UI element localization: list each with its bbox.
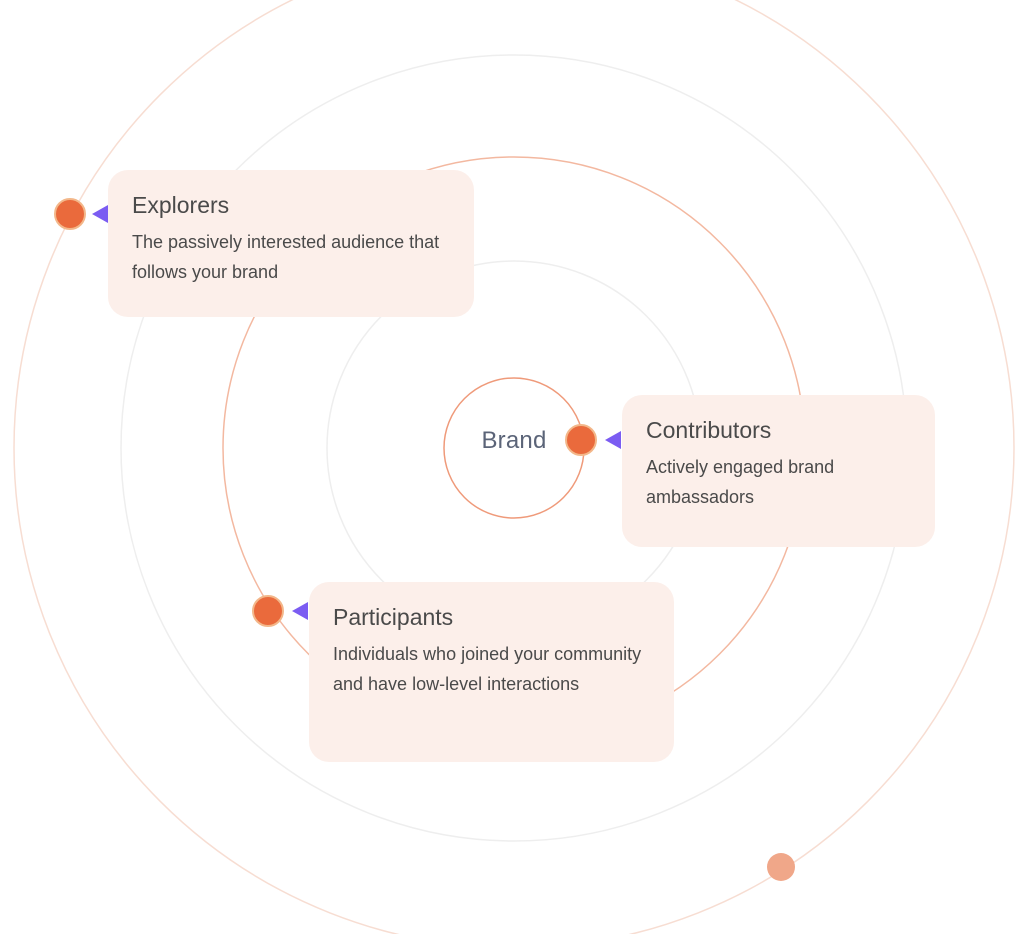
participants-title: Participants	[333, 604, 454, 630]
participants-description: Individuals who joined your community an…	[333, 644, 642, 694]
contributors-title: Contributors	[646, 417, 772, 443]
contributors-pointer-icon	[605, 431, 621, 449]
explorers-title: Explorers	[132, 192, 230, 218]
brand-label: Brand	[481, 427, 547, 454]
explorers-card: Explorers The passively interested audie…	[108, 170, 474, 317]
ring-outer	[13, 0, 1015, 934]
contributors-marker-dot	[565, 424, 597, 456]
orbit-dot	[767, 853, 795, 881]
participants-pointer-icon	[292, 602, 308, 620]
explorers-marker-dot	[54, 198, 86, 230]
explorers-pointer-icon	[92, 205, 108, 223]
contributors-description: Actively engaged brand ambassadors	[646, 457, 835, 507]
contributors-card: Contributors Actively engaged brand amba…	[622, 395, 935, 547]
participants-marker-dot	[252, 595, 284, 627]
explorers-description: The passively interested audience that f…	[132, 232, 440, 282]
participants-card: Participants Individuals who joined your…	[309, 582, 674, 762]
